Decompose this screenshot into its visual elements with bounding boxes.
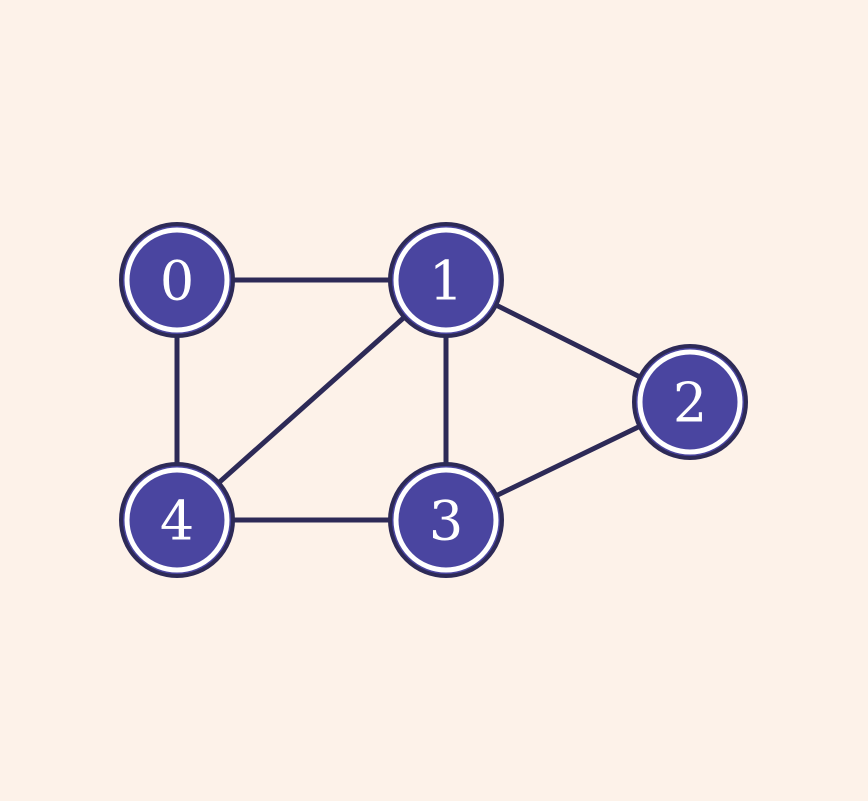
graph-node-3[interactable]: 3 <box>388 462 504 578</box>
node-ring-2 <box>637 349 743 455</box>
nodes-layer: 0 1 2 3 4 <box>119 222 748 578</box>
node-ring-3 <box>393 467 499 573</box>
node-circle-3 <box>388 462 504 578</box>
node-circle-4 <box>119 462 235 578</box>
graph-edge-1-4 <box>174 277 449 523</box>
node-ring-1 <box>393 227 499 333</box>
graph-node-2[interactable]: 2 <box>632 344 748 460</box>
node-ring-4 <box>124 467 230 573</box>
node-label-4: 4 <box>160 490 194 553</box>
node-label-3: 3 <box>429 490 463 553</box>
graph-node-0[interactable]: 0 <box>119 222 235 338</box>
node-circle-0 <box>119 222 235 338</box>
graph-node-4[interactable]: 4 <box>119 462 235 578</box>
node-label-2: 2 <box>673 372 707 435</box>
node-label-0: 0 <box>160 250 194 313</box>
node-label-1: 1 <box>429 250 463 313</box>
node-circle-1 <box>388 222 504 338</box>
node-circle-2 <box>632 344 748 460</box>
graph-node-1[interactable]: 1 <box>388 222 504 338</box>
node-ring-0 <box>124 227 230 333</box>
